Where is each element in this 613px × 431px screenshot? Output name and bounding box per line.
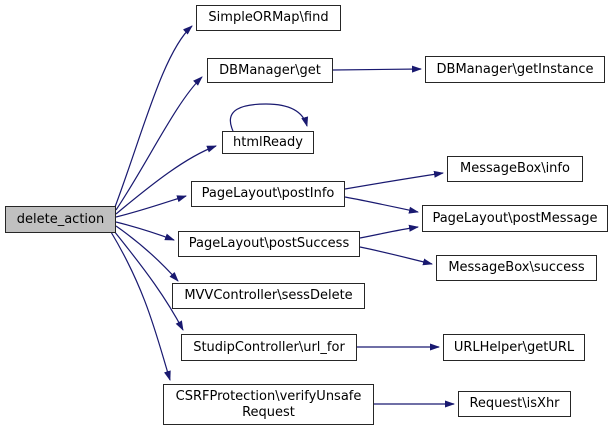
- node-htmlready[interactable]: htmlReady: [222, 131, 314, 154]
- edge-delete_action-to-studipcontroller-url_for: [113, 230, 184, 331]
- node-pagelayout-postsuccess[interactable]: PageLayout\postSuccess: [178, 231, 360, 257]
- edge-pagelayout-postsuccess-to-messagebox-success: [359, 246, 433, 266]
- edge-delete_action-to-pagelayout-postsuccess: [115, 221, 175, 241]
- node-pagelayout-postmessage[interactable]: PageLayout\postMessage: [422, 205, 608, 232]
- node-simpleormap-find[interactable]: SimpleORMap\find: [196, 5, 341, 31]
- node-urlhelper-geturl[interactable]: URLHelper\getURL: [443, 334, 585, 361]
- edge-delete_action-to-pagelayout-postinfo: [115, 195, 187, 218]
- edge-delete_action-to-htmlready: [115, 145, 217, 215]
- edge-delete_action-to-csrfprotection-verifyunsaferequest: [110, 231, 171, 381]
- node-dbmanager-get[interactable]: DBManager\get: [207, 58, 333, 83]
- edge-delete_action-to-simpleormap-find: [114, 25, 193, 208]
- edge-delete_action-to-mvvcontroller-sessdelete: [115, 225, 179, 282]
- edge-htmlready-self-loop: [229, 103, 309, 132]
- node-delete_action: delete_action: [5, 206, 116, 233]
- node-mvvcontroller-sessdelete[interactable]: MVVController\sessDelete: [172, 283, 365, 309]
- edge-pagelayout-postsuccess-to-pagelayout-postmessage: [359, 224, 419, 239]
- node-dbmanager-getinstance[interactable]: DBManager\getInstance: [425, 56, 605, 83]
- edge-pagelayout-postinfo-to-messagebox-info: [344, 170, 444, 190]
- node-messagebox-success[interactable]: MessageBox\success: [436, 255, 597, 281]
- edge-pagelayout-postinfo-to-pagelayout-postmessage: [344, 196, 419, 214]
- edge-dbmanager-get-to-dbmanager-getinstance: [332, 65, 422, 73]
- node-studipcontroller-url_for[interactable]: StudipController\url_for: [181, 334, 357, 361]
- node-messagebox-info[interactable]: MessageBox\info: [447, 156, 583, 182]
- node-csrfprotection-verifyunsaferequest[interactable]: CSRFProtection\verifyUnsafe Request: [163, 384, 374, 425]
- node-request-isxhr[interactable]: Request\isXhr: [458, 391, 571, 417]
- edge-delete_action-to-dbmanager-get: [115, 76, 203, 211]
- node-pagelayout-postinfo[interactable]: PageLayout\postInfo: [191, 181, 345, 207]
